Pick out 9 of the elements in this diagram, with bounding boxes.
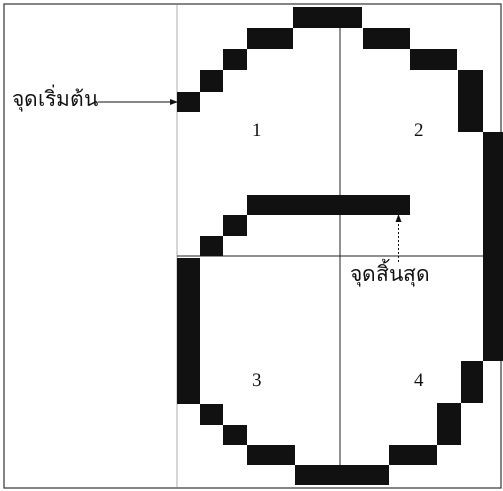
quadrant-number: 3 bbox=[252, 370, 262, 392]
end-pixel bbox=[387, 195, 410, 215]
quadrant-number: 4 bbox=[414, 370, 424, 392]
start-point-label: จุดเริ่มต้น bbox=[12, 87, 98, 112]
quadrant-number: 2 bbox=[414, 120, 424, 142]
dashed-arrow bbox=[396, 214, 402, 262]
quadrant-number: 1 bbox=[252, 120, 262, 142]
arrow bbox=[98, 99, 178, 105]
start-pixel bbox=[177, 92, 200, 112]
